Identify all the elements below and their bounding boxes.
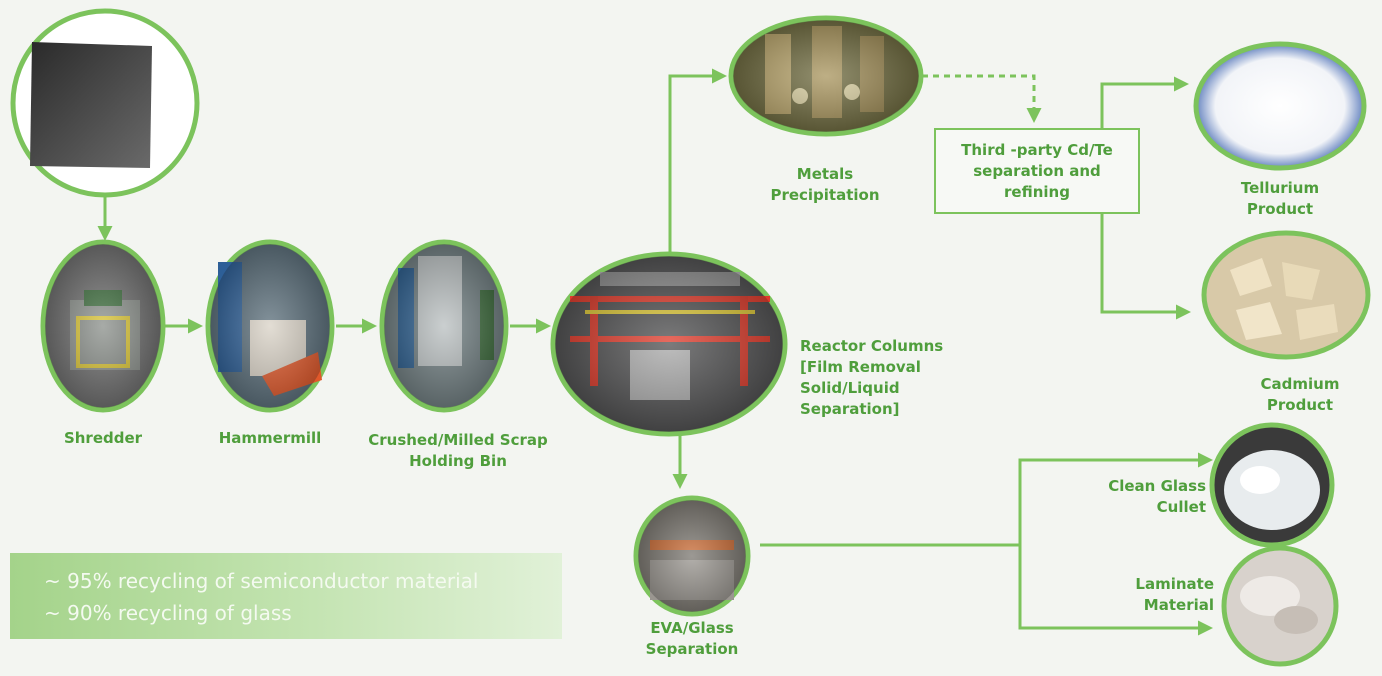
clean-glass-cullet-node <box>1209 422 1335 548</box>
arrow-metals-to-third-party <box>922 74 1042 123</box>
label-clean-glass-cullet: Clean Glass Cullet <box>1108 477 1206 516</box>
label-metals-precipitation: Metals Precipitation <box>770 165 880 204</box>
metals-precipitation-node <box>728 15 924 137</box>
third-party-box: Third -party Cd/Te separation and refini… <box>934 128 1140 214</box>
eva-glass-separation-node <box>633 495 751 617</box>
hammermill-node <box>205 239 335 413</box>
recycling-stats-banner: ~ 95% recycling of semiconductor materia… <box>10 553 562 639</box>
connectors <box>97 68 1213 636</box>
reactor-columns-node <box>550 251 788 437</box>
stat-glass: ~ 90% recycling of glass <box>44 601 292 625</box>
holding-bin-node <box>379 239 509 413</box>
cadmium-product-node <box>1201 230 1371 360</box>
label-holding-bin: Crushed/Milled Scrap Holding Bin <box>368 431 548 470</box>
stat-semiconductor: ~ 95% recycling of semiconductor materia… <box>44 569 479 593</box>
solar-panel-image <box>30 42 152 168</box>
arrow-reactor-to-metals <box>668 68 727 252</box>
label-hammermill: Hammermill <box>218 429 322 447</box>
label-third-party: Third -party Cd/Te separation and refini… <box>961 140 1113 201</box>
label-tellurium-product: Tellurium Product <box>1240 179 1320 218</box>
shredder-node <box>40 239 166 413</box>
arrow-split-to-glass-cullet <box>1018 452 1213 545</box>
arrow-third-party-to-tellurium <box>1100 76 1189 128</box>
tellurium-product-node <box>1193 41 1367 171</box>
solar-panel-node <box>10 8 200 198</box>
laminate-material-node <box>1221 545 1339 667</box>
label-shredder: Shredder <box>63 429 143 447</box>
label-laminate-material: Laminate Material <box>1135 575 1214 614</box>
arrow-split-to-laminate <box>1018 545 1213 636</box>
arrow-third-party-to-cadmium <box>1100 214 1191 320</box>
label-eva-glass-separation: EVA/Glass Separation <box>645 619 739 658</box>
label-reactor-columns: Reactor Columns [Film Removal Solid/Liqu… <box>800 337 944 418</box>
label-cadmium-product: Cadmium Product <box>1260 375 1340 414</box>
